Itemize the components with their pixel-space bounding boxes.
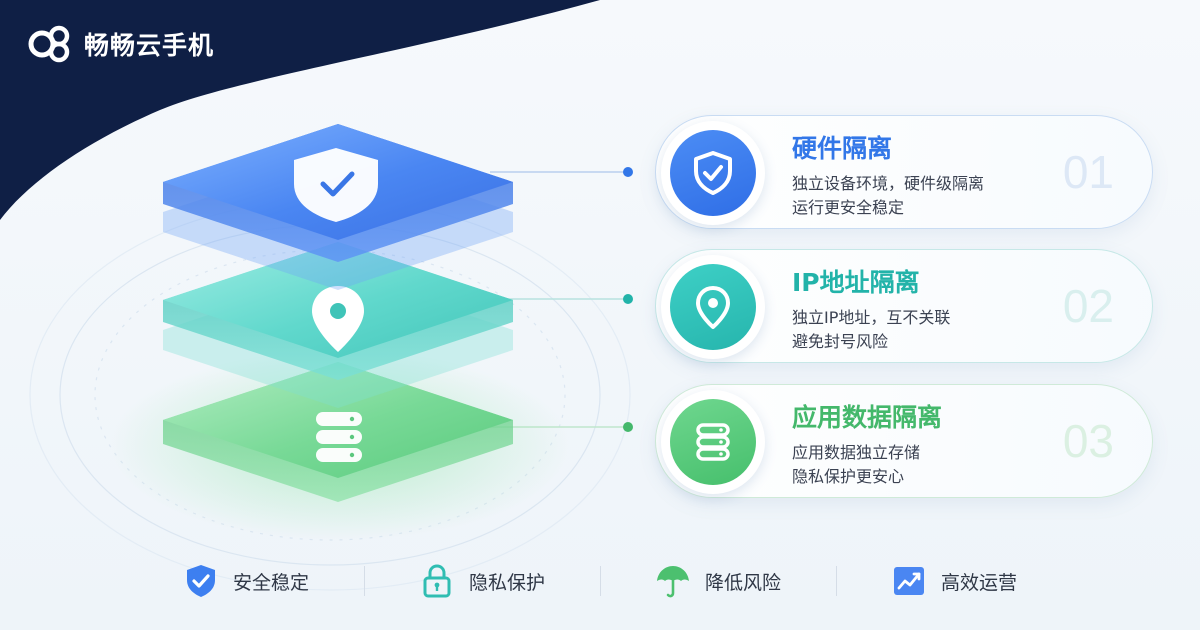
lock-icon: [423, 564, 451, 598]
card-description: 应用数据独立存储 隐私保护更安心: [792, 441, 920, 489]
feature-bar: 安全稳定 隐私保护 降低风险 高效运营: [0, 548, 1200, 614]
feature-risk[interactable]: 降低风险: [601, 563, 836, 599]
feature-label: 高效运营: [940, 571, 1017, 594]
card-desc-line: 应用数据独立存储: [792, 443, 921, 462]
card-icon-circle: [670, 130, 756, 216]
feature-label: 隐私保护: [468, 571, 545, 594]
card-title: 硬件隔离: [792, 134, 893, 163]
card-description: 独立设备环境，硬件级隔离 运行更安全稳定: [792, 172, 984, 220]
card-title: IP地址隔离: [792, 268, 920, 297]
header-wave: [0, 0, 600, 220]
card-title: 应用数据隔离: [792, 403, 943, 432]
feature-efficiency[interactable]: 高效运营: [837, 563, 1072, 599]
card-desc-line: 独立设备环境，硬件级隔离: [792, 174, 985, 193]
card-number: 01: [1062, 146, 1114, 198]
brand[interactable]: 畅畅云手机: [28, 24, 214, 64]
card-ip-isolation[interactable]: IP地址隔离 独立IP地址，互不关联 避免封号风险 02: [655, 249, 1153, 363]
database-icon: [696, 423, 730, 461]
card-icon-frame: [661, 121, 765, 225]
card-icon-frame: [661, 390, 765, 494]
card-number: 03: [1062, 415, 1114, 467]
location-pin-icon: [696, 286, 730, 329]
card-desc-line: 运行更安全稳定: [792, 198, 905, 217]
card-icon-circle: [670, 264, 756, 350]
layer-hardware: [163, 124, 513, 290]
database-icon: [316, 412, 362, 462]
card-description: 独立IP地址，互不关联 避免封号风险: [792, 306, 950, 354]
growth-chart-icon: [893, 567, 924, 595]
card-desc-line: 隐私保护更安心: [792, 467, 905, 486]
brand-logo-icon: [28, 25, 70, 63]
card-icon-frame: [661, 255, 765, 359]
feature-privacy[interactable]: 隐私保护: [365, 563, 600, 599]
brand-name: 畅畅云手机: [84, 31, 215, 60]
card-desc-line: 避免封号风险: [792, 332, 889, 351]
card-desc-line: 独立IP地址，互不关联: [792, 308, 951, 327]
card-hardware-isolation[interactable]: 硬件隔离 独立设备环境，硬件级隔离 运行更安全稳定 01: [655, 115, 1153, 229]
card-app-data-isolation[interactable]: 应用数据隔离 应用数据独立存储 隐私保护更安心 03: [655, 384, 1153, 498]
feature-stable[interactable]: 安全稳定: [129, 563, 364, 599]
shield-check-icon: [694, 151, 732, 195]
umbrella-icon: [656, 566, 689, 598]
shield-check-icon: [186, 565, 215, 597]
feature-label: 安全稳定: [232, 571, 309, 594]
card-icon-circle: [670, 399, 756, 485]
card-number: 02: [1062, 280, 1114, 332]
feature-label: 降低风险: [704, 571, 781, 594]
divider: [835, 566, 837, 596]
